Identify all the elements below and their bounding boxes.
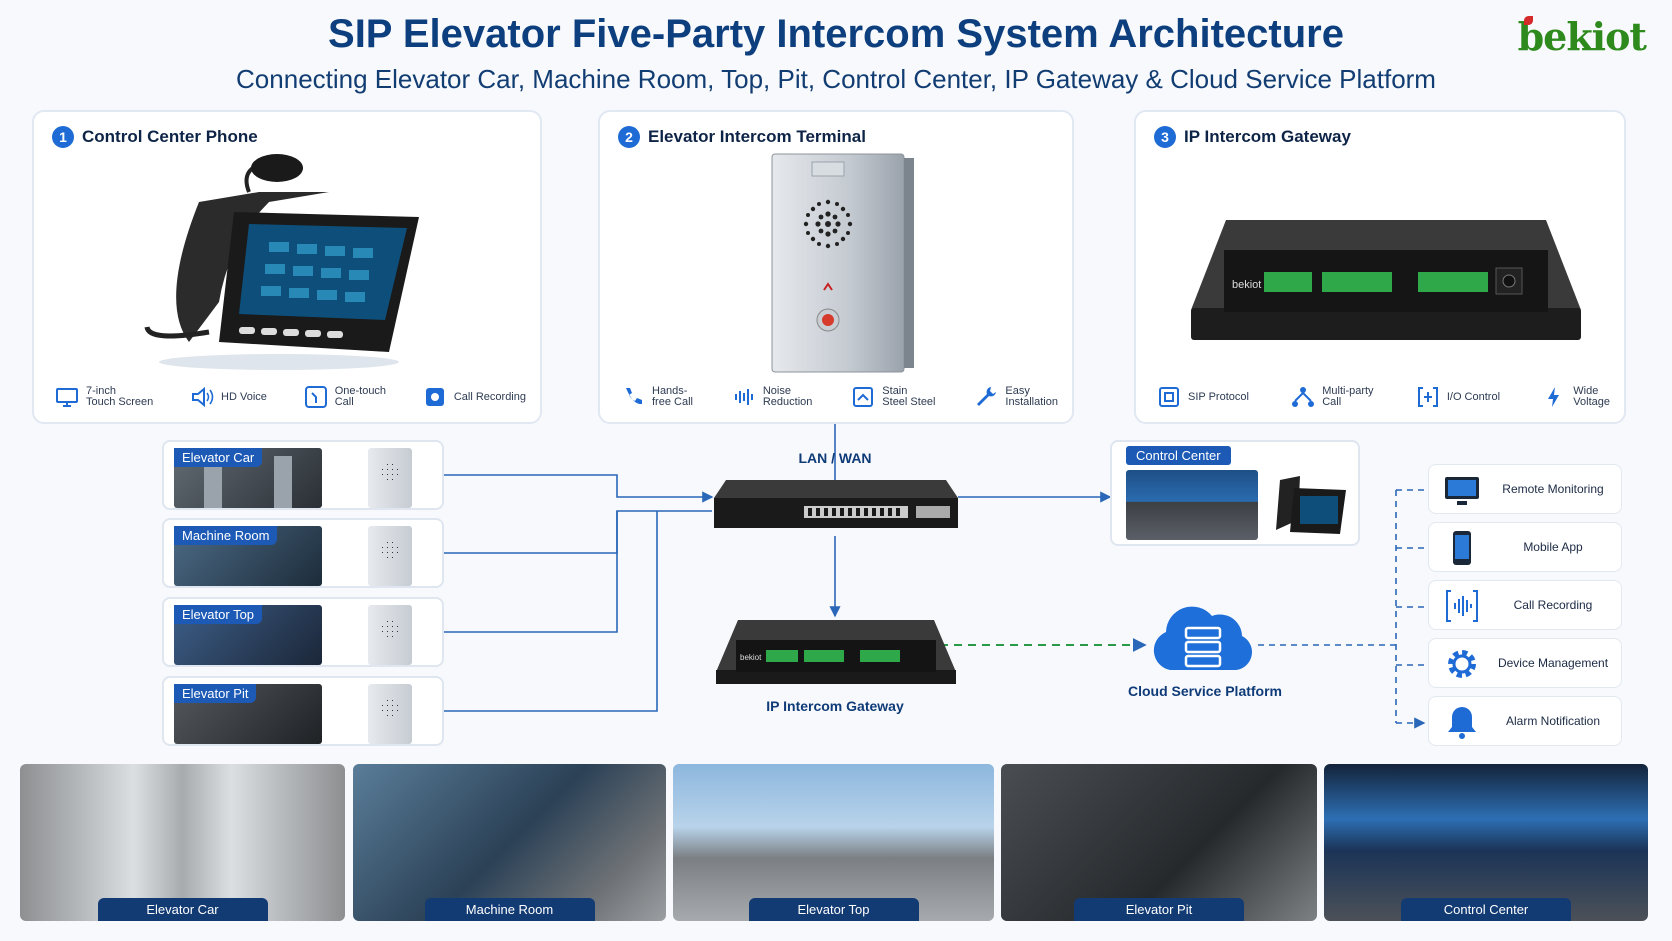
service-alarm-notification: Alarm Notification xyxy=(1428,696,1622,746)
gateway-label: IP Intercom Gateway xyxy=(766,698,904,714)
audio-icon xyxy=(1446,590,1478,622)
touch-call-icon xyxy=(304,386,327,408)
noise-icon xyxy=(734,389,753,405)
network-switch-image xyxy=(714,480,958,528)
control-center-card: Control Center xyxy=(1110,440,1360,546)
service-mobile-app: Mobile App xyxy=(1428,522,1622,572)
location-elevator-top: Elevator Top xyxy=(162,597,444,667)
photo-elevator-car: Elevator Car xyxy=(20,764,345,921)
voltage-icon xyxy=(1548,387,1560,407)
service-remote-monitoring: Remote Monitoring xyxy=(1428,464,1622,514)
sip-icon xyxy=(1159,387,1179,407)
intercom-panel-image xyxy=(368,526,412,586)
feature-io-control: I/O Control xyxy=(1415,384,1500,410)
location-elevator-car: Elevator Car xyxy=(162,440,444,510)
desk-phone-icon xyxy=(1276,476,1346,534)
bell-icon xyxy=(1448,707,1476,739)
wrench-icon xyxy=(977,387,997,406)
feature-easy-install: Easy Installation xyxy=(973,384,1058,410)
feature-multi-party: Multi-party Call xyxy=(1290,384,1374,410)
phone-icon xyxy=(626,388,642,405)
feature-touch-screen: 7-inch Touch Screen xyxy=(54,384,153,410)
monitor-icon xyxy=(56,388,78,407)
svg-text:bekiot: bekiot xyxy=(740,653,762,662)
brand-logo: bekiot xyxy=(1517,14,1647,59)
step-number: 3 xyxy=(1154,126,1176,148)
desk-phone-image xyxy=(144,154,419,370)
location-elevator-pit: Elevator Pit xyxy=(162,676,444,746)
speaker-icon xyxy=(192,386,214,408)
lan-wan-label: LAN / WAN xyxy=(798,450,872,466)
photo-elevator-pit: Elevator Pit xyxy=(1001,764,1317,921)
feature-noise-reduction: Noise Reduction xyxy=(731,384,812,410)
feature-one-touch-call: One-touch Call xyxy=(303,384,386,410)
card-title: Control Center Phone xyxy=(82,127,258,146)
page-subtitle: Connecting Elevator Car, Machine Room, T… xyxy=(236,64,1436,94)
intercom-panel-image xyxy=(368,448,412,508)
location-label: Machine Room xyxy=(174,526,278,545)
intercom-panel-image xyxy=(368,605,412,665)
feature-call-recording: Call Recording xyxy=(422,384,526,410)
step-number: 2 xyxy=(618,126,640,148)
steel-icon xyxy=(853,387,874,407)
feature-hands-free: Hands- free Call xyxy=(620,384,693,410)
photo-control-center: Control Center xyxy=(1324,764,1648,921)
location-label: Elevator Car xyxy=(174,448,263,467)
gateway-device-image: bekiot xyxy=(1191,220,1581,340)
location-machine-room: Machine Room xyxy=(162,518,444,588)
intercom-terminal-image xyxy=(771,153,914,373)
card-title: IP Intercom Gateway xyxy=(1184,127,1351,146)
control-center-label: Control Center xyxy=(1126,446,1231,465)
photo-elevator-top: Elevator Top xyxy=(673,764,994,921)
elevator-terminal-card: 2 Elevator Intercom Terminal Hands- free … xyxy=(598,110,1074,424)
control-room-photo xyxy=(1126,470,1258,540)
service-call-recording: Call Recording xyxy=(1428,580,1622,630)
record-icon xyxy=(425,388,444,406)
feature-stainless-steel: Stain Steel Steel xyxy=(850,384,936,410)
control-center-phone-card: 1 Control Center Phone 7-inch Touch Scree… xyxy=(32,110,542,424)
step-number: 1 xyxy=(52,126,74,148)
card-title: Elevator Intercom Terminal xyxy=(648,127,866,146)
feature-wide-voltage: Wide Voltage xyxy=(1541,384,1610,410)
intercom-panel-image xyxy=(368,684,412,744)
cloud-platform-icon xyxy=(1153,606,1252,670)
svg-text:bekiot: bekiot xyxy=(1232,279,1261,291)
ip-gateway-card: 3 IP Intercom Gateway bekiot SIP Protocol… xyxy=(1134,110,1626,424)
gear-icon xyxy=(1448,650,1476,678)
feature-hd-voice: HD Voice xyxy=(189,384,267,410)
network-icon xyxy=(1292,387,1315,407)
feature-sip-protocol: SIP Protocol xyxy=(1156,384,1249,410)
location-label: Elevator Top xyxy=(174,605,263,624)
monitor-icon xyxy=(1445,477,1479,505)
cloud-platform-label: Cloud Service Platform xyxy=(1127,683,1283,699)
gateway-small-image: bekiot xyxy=(716,620,956,684)
mobile-icon xyxy=(1453,531,1471,565)
service-device-management: Device Management xyxy=(1428,638,1622,688)
page-title: SIP Elevator Five-Party Intercom System … xyxy=(328,12,1344,56)
io-icon xyxy=(1417,387,1438,407)
location-label: Elevator Pit xyxy=(174,684,257,703)
photo-machine-room: Machine Room xyxy=(353,764,666,921)
